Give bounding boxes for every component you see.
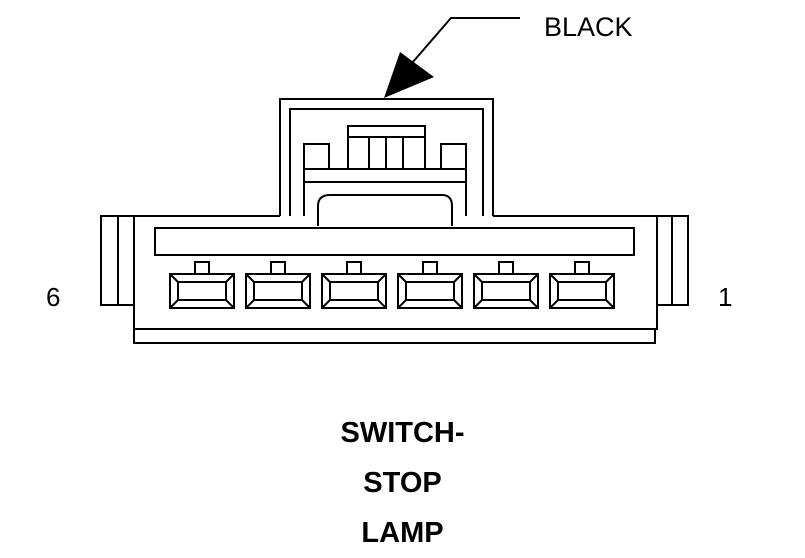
body-top-channel bbox=[154, 227, 635, 256]
cavity-inner bbox=[557, 281, 607, 301]
latch-crossbar bbox=[303, 168, 467, 183]
cavity-outer bbox=[245, 273, 311, 309]
cavity-bevel bbox=[549, 273, 615, 309]
cavity-bevel bbox=[397, 273, 463, 309]
cavity-bevel bbox=[169, 273, 235, 309]
pin-cavities bbox=[169, 261, 615, 309]
cavity-nub bbox=[574, 261, 590, 275]
cavity-nub bbox=[194, 261, 210, 275]
left-side-rail bbox=[100, 215, 134, 306]
connector-body bbox=[100, 215, 689, 344]
cavity-outer bbox=[397, 273, 463, 309]
cavity-nub bbox=[422, 261, 438, 275]
cavity-outer bbox=[473, 273, 539, 309]
latch-arch bbox=[303, 182, 467, 226]
connector-name-line-2: STOP bbox=[363, 467, 442, 499]
pin-label-left: 6 bbox=[46, 282, 60, 312]
color-label: BLACK bbox=[544, 12, 633, 42]
cavity-outer bbox=[549, 273, 615, 309]
cavity-inner bbox=[253, 281, 303, 301]
cavity-nub bbox=[346, 261, 362, 275]
color-leader bbox=[384, 17, 520, 98]
cavity-bevel bbox=[321, 273, 387, 309]
right-side-rail bbox=[657, 215, 689, 306]
connector-name-line-1: SWITCH- bbox=[340, 417, 465, 449]
cavity-inner bbox=[405, 281, 455, 301]
pin-cavity bbox=[321, 261, 387, 309]
cavity-outer bbox=[169, 273, 235, 309]
cavity-nub bbox=[498, 261, 514, 275]
connector-name-line-3: LAMP bbox=[361, 517, 444, 549]
latch-outer bbox=[279, 98, 494, 216]
leader-arrowhead bbox=[384, 52, 434, 98]
cavity-bevel bbox=[473, 273, 539, 309]
body-outline bbox=[133, 215, 658, 344]
cavity-inner bbox=[329, 281, 379, 301]
cavity-outer bbox=[321, 273, 387, 309]
latch-inner bbox=[289, 108, 484, 216]
latch-tab-left bbox=[303, 143, 330, 170]
cavity-bevel bbox=[245, 273, 311, 309]
cavity-inner bbox=[177, 281, 227, 301]
latch-tab-right bbox=[440, 143, 467, 170]
leader-line bbox=[411, 17, 520, 64]
cavity-nub bbox=[270, 261, 286, 275]
cavity-inner bbox=[481, 281, 531, 301]
connector-name: SWITCH- STOP LAMP bbox=[0, 408, 805, 558]
pin-cavity bbox=[397, 261, 463, 309]
pin-cavity bbox=[245, 261, 311, 309]
pin-cavity bbox=[549, 261, 615, 309]
pin-cavity bbox=[169, 261, 235, 309]
pin-cavity bbox=[473, 261, 539, 309]
latch-housing bbox=[279, 98, 494, 226]
pin-label-right: 1 bbox=[718, 282, 732, 312]
